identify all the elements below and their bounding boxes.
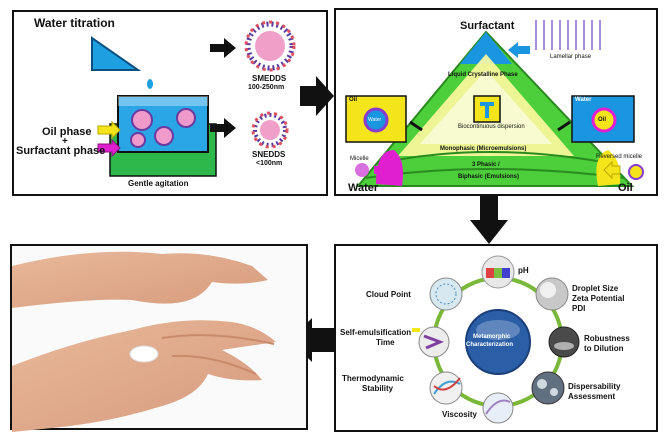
pdi-label: PDI [572,304,586,313]
self-emulsification-label: Self-emulsification [340,328,412,337]
zeta-potential-label: Zeta Potential [572,294,625,303]
micelle-icon [355,163,369,177]
inset-water-label: Water [575,97,592,103]
cream-dollop-icon [129,345,159,363]
oil-label: Oil [618,182,633,194]
center-disc [465,309,531,375]
dispersability-label: Dispersability [568,382,621,391]
assessment-label: Assessment [568,392,616,401]
surfactant-label: Surfactant [460,20,515,32]
lamellar-phase-label: Lamellar phase [550,54,592,60]
to-dilution-label: to Dilution [584,344,624,353]
hands-illustration [12,251,276,432]
water-droplet-icon [147,79,153,89]
thermodynamic-label: Thermodynamic [342,374,404,383]
monophasic-label: Monophasic (Microemulsions) [440,146,527,152]
surfactant-phase-label: Surfactant phase [16,145,106,157]
droplet-size-node [535,277,569,311]
panel-phase-diagram: Surfactant Lamellar phase Liquid Crystal… [334,8,658,196]
reversed-micelle-icon [628,164,644,180]
lamellar-arrow-icon [508,42,530,58]
lower-hand [12,320,276,432]
water-titration-label: Water titration [34,16,115,30]
water-label: Water [348,182,379,194]
snedds-size-label: <100nm [256,160,283,167]
inset-water-core-label: Oil [598,117,607,123]
reversed-micelle-arrow-icon [603,160,621,180]
panel-application-photo [10,244,308,432]
viscosity-label: Viscosity [442,410,477,419]
robustness-node [548,326,580,358]
ph-label: pH [518,266,529,275]
three-phasic-label: 3 Phasic / [472,162,500,168]
to-smedds-arrow-icon [210,38,236,58]
phase-triangle-graphic [345,20,644,187]
thermodynamic-node [429,371,463,405]
viscosity-node [482,392,514,424]
droplet-size-label: Droplet Size [572,284,619,293]
inset-oil-core-label: Water [368,117,382,123]
to-snedds-arrow-icon [210,118,236,138]
plus-label: + [62,136,68,147]
panel-characterization: Metamorphic Characterization pH Droplet … [334,244,658,432]
cloud-point-label: Cloud Point [366,290,411,299]
reversed-micelle-label: Reversed micelle [596,154,643,160]
arrow-to-characterization-icon [470,196,508,244]
surfactant-phase-arrow-icon [97,138,121,158]
liquid-crystalline-label: Liquid Crystalline Phase [448,72,518,78]
lamellar-phase-icon [535,20,601,50]
stability-label: Stability [362,384,394,393]
robustness-label: Robustness [584,334,630,343]
beaker-droplets [130,108,196,148]
upper-hand [12,251,268,308]
micelle-arrow-icon [374,162,390,178]
cloud-point-node [429,277,463,311]
center-title-line1: Metamorphic [473,334,511,340]
snedds-droplet-icon [251,111,289,149]
surfactant-apex [460,32,512,64]
dispersability-node [531,371,565,405]
titration-wedge-icon [91,36,142,71]
smedds-size-label: 100-250nm [248,84,285,91]
ph-node [481,255,515,289]
oil-phase-arrow-icon [97,120,121,140]
inset-oil-label: Oil [349,97,358,103]
gentle-agitation-label: Gentle agitation [128,179,189,188]
snedds-label: SNEDDS [252,150,286,159]
water-continuous-inset [571,95,635,143]
micelle-label: Micelle [350,156,369,162]
smedds-label: SMEDDS [252,74,287,83]
biphasic-label: Biphasic (Emulsions) [458,174,520,180]
self-emulsification-node [418,326,450,358]
bicontinuous-label: Biocontinuous dispersion [458,124,525,130]
oil-phase-label: Oil phase [42,126,92,138]
time-label: Time [376,338,395,347]
preparation-graphic [91,20,296,177]
panel-preparation: Water titration Oil phase + Surfactant p… [12,10,328,196]
smedds-droplet-icon [244,20,296,72]
characterization-wheel [412,255,580,424]
center-title-line2: Characterization [466,342,514,348]
